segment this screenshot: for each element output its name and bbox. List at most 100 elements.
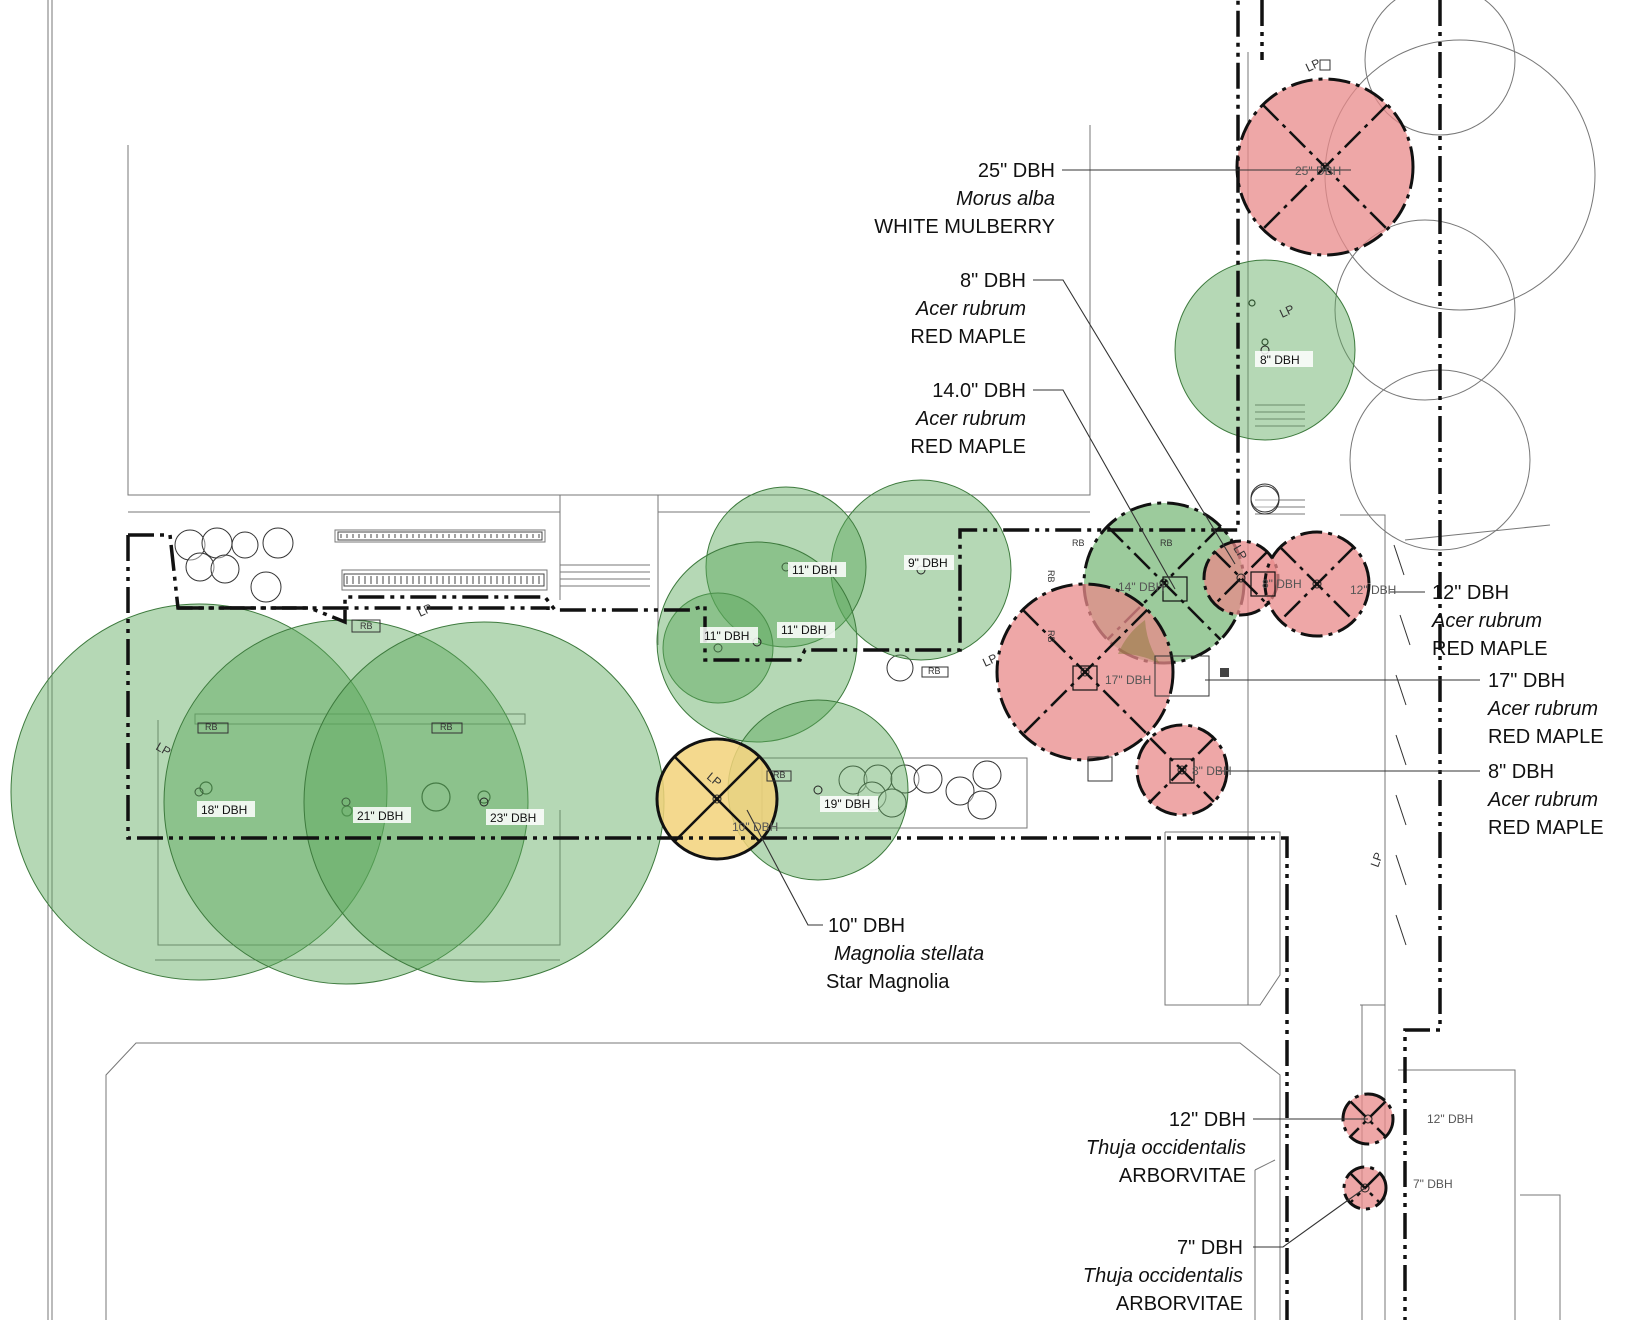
trunk-mark bbox=[1236, 573, 1246, 583]
callout-common-name: RED MAPLE bbox=[1488, 726, 1604, 748]
planter-strip-lower bbox=[343, 573, 545, 587]
shrub bbox=[231, 531, 259, 559]
tree-tag: 12" DBH bbox=[1350, 583, 1396, 597]
callout-dbh: 7" DBH bbox=[1177, 1237, 1243, 1259]
removal-x-mark bbox=[1213, 550, 1269, 606]
shrub bbox=[1250, 483, 1280, 513]
callout-arborvitae-12: 12" DBH Thuja occidentalis ARBORVITAE bbox=[1086, 1109, 1246, 1187]
shrub bbox=[201, 527, 233, 559]
callout-dbh: 8" DBH bbox=[1488, 761, 1554, 783]
trunk-mark bbox=[421, 782, 451, 812]
steps bbox=[560, 404, 1305, 587]
removal-x-mark bbox=[1213, 550, 1269, 606]
callout-white-mulberry: 25" DBH Morus alba WHITE MULBERRY bbox=[874, 160, 1055, 238]
callout-species: Acer rubrum bbox=[1431, 610, 1542, 632]
tree-tag: 8" DBH bbox=[1260, 353, 1300, 367]
trunk-mark bbox=[813, 785, 823, 795]
tree-tag: 11" DBH bbox=[792, 563, 837, 577]
trunk-mark bbox=[479, 797, 489, 807]
shrub bbox=[210, 554, 240, 584]
tree-canopies bbox=[10, 77, 1415, 1211]
callout-species: Acer rubrum bbox=[915, 298, 1026, 320]
callout-species: Magnolia stellata bbox=[834, 943, 984, 965]
tree-canopy-t10 bbox=[662, 592, 774, 704]
callout-red-maple-12: 12" DBH Acer rubrum RED MAPLE bbox=[1431, 582, 1548, 660]
removal-x-mark bbox=[1021, 608, 1149, 736]
shrub bbox=[250, 571, 282, 603]
lp-mark: LP bbox=[1368, 850, 1386, 869]
removal-x-mark bbox=[1349, 1100, 1387, 1138]
tree-tag: 25" DBH bbox=[1295, 164, 1341, 178]
trunk-mark bbox=[712, 794, 722, 804]
site-linework bbox=[47, 0, 1596, 1320]
lp-mark: LP bbox=[1230, 543, 1249, 563]
trunk-square bbox=[1162, 576, 1188, 602]
callout-red-maple-17: 17" DBH Acer rubrum RED MAPLE bbox=[1487, 670, 1604, 748]
trunk-square bbox=[1169, 758, 1195, 784]
rb-mark: RB bbox=[1160, 538, 1173, 548]
trunk-mark bbox=[1159, 578, 1169, 588]
trunk-mark bbox=[1177, 765, 1187, 775]
callout-species: Acer rubrum bbox=[915, 408, 1026, 430]
callout-star-magnolia: 10" DBH Magnolia stellata Star Magnolia bbox=[826, 915, 984, 993]
trunk-mark bbox=[1261, 338, 1269, 346]
leader-lines bbox=[746, 169, 1480, 1248]
rb-mark: RB bbox=[205, 722, 218, 732]
trunk-mark bbox=[1080, 667, 1090, 677]
lp-mark: LP bbox=[980, 651, 999, 670]
tree-tags: 25" DBH 8" DBH 14" DBH 8" DBH 12" DBH 17… bbox=[197, 164, 1473, 1191]
callout-dbh: 10" DBH bbox=[828, 915, 905, 937]
shrub bbox=[890, 764, 920, 794]
tree-tag: 18" DBH bbox=[201, 803, 247, 817]
callout-species: Acer rubrum bbox=[1487, 789, 1598, 811]
callout-dbh: 14.0" DBH bbox=[932, 380, 1026, 402]
shrub bbox=[886, 654, 914, 682]
rb-mark: RB bbox=[360, 621, 373, 631]
callout-red-maple-8-lower: 8" DBH Acer rubrum RED MAPLE bbox=[1487, 761, 1604, 839]
shrub bbox=[863, 764, 893, 794]
removal-x-mark bbox=[673, 755, 761, 843]
trunk-square bbox=[1250, 571, 1276, 597]
lane-marks bbox=[1393, 544, 1411, 946]
trunk-mark bbox=[477, 790, 491, 804]
rb-mark: RB bbox=[1072, 538, 1085, 548]
tree-tag: 8" DBH bbox=[1262, 577, 1302, 591]
callout-dbh: 12" DBH bbox=[1169, 1109, 1246, 1131]
rb-mark: RB bbox=[440, 722, 453, 732]
tree-tag: 14" DBH bbox=[1118, 580, 1164, 594]
trunk-mark bbox=[341, 797, 351, 807]
trunk-mark bbox=[1312, 579, 1322, 589]
rb-mark: RB bbox=[1046, 570, 1056, 583]
removal-x-mark bbox=[1349, 1100, 1387, 1138]
lp-mark: LP bbox=[154, 739, 174, 758]
callout-species: Morus alba bbox=[956, 188, 1055, 210]
callout-species: Thuja occidentalis bbox=[1086, 1137, 1246, 1159]
callout-common-name: ARBORVITAE bbox=[1116, 1293, 1243, 1315]
trunk-mark bbox=[194, 787, 204, 797]
tree-canopy-t09 bbox=[705, 486, 867, 648]
callout-common-name: ARBORVITAE bbox=[1119, 1165, 1246, 1187]
callout-dbh: 25" DBH bbox=[978, 160, 1055, 182]
callout-common-name: RED MAPLE bbox=[1432, 638, 1548, 660]
tree-tag: 9" DBH bbox=[908, 556, 948, 570]
tree-canopy-t14 bbox=[303, 621, 665, 983]
planter-strip-upper bbox=[337, 531, 543, 541]
callout-common-name: RED MAPLE bbox=[910, 326, 1026, 348]
shrub bbox=[972, 760, 1002, 790]
shrub bbox=[262, 527, 294, 559]
tree-tag: 10" DBH bbox=[732, 820, 778, 834]
lp-mark: LP bbox=[1277, 302, 1296, 321]
shrub bbox=[967, 790, 997, 820]
site-marks: LP LP LP LP LP LP LP LP RB RB RB RB RB R… bbox=[154, 56, 1386, 869]
tree-tag: 17" DBH bbox=[1105, 673, 1151, 687]
trunk-mark bbox=[1360, 1183, 1370, 1193]
callout-dbh: 12" DBH bbox=[1432, 582, 1509, 604]
callout-red-maple-14: 14.0" DBH Acer rubrum RED MAPLE bbox=[910, 380, 1026, 458]
callout-species: Acer rubrum bbox=[1487, 698, 1598, 720]
callout-species: Thuja occidentalis bbox=[1083, 1265, 1243, 1287]
removal-x-mark bbox=[1149, 737, 1215, 803]
shrub bbox=[185, 552, 215, 582]
tree-canopy-t02 bbox=[1174, 259, 1356, 441]
callout-red-maple-8-upper: 8" DBH Acer rubrum RED MAPLE bbox=[910, 270, 1026, 348]
